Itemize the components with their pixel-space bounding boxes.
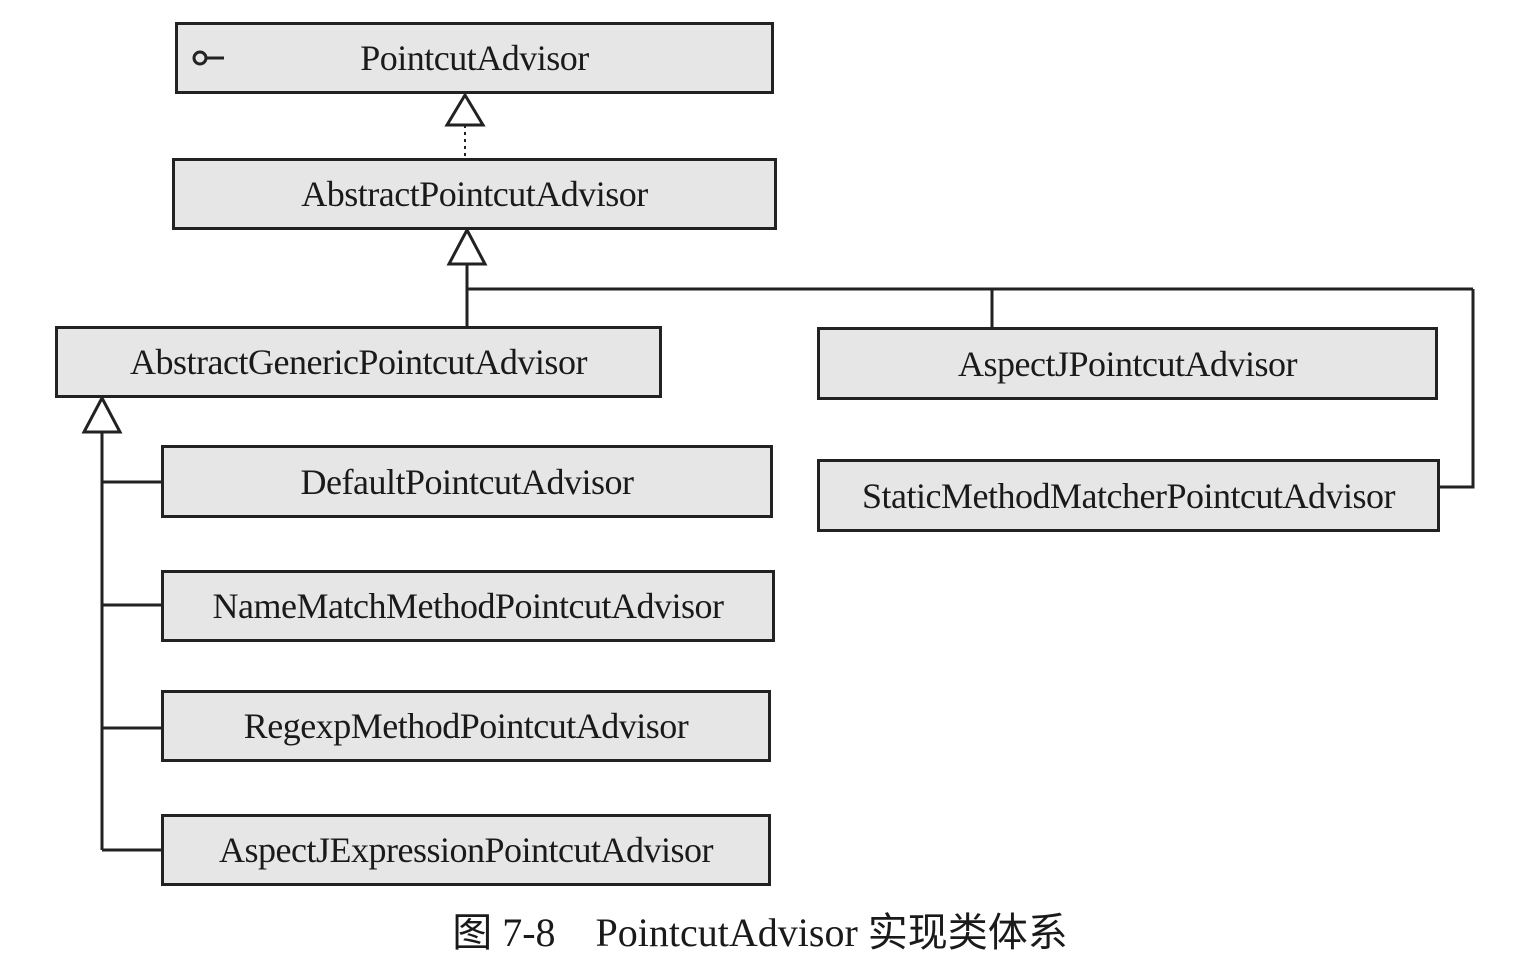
class-name: AbstractGenericPointcutAdvisor	[130, 342, 587, 382]
class-name: AspectJPointcutAdvisor	[958, 343, 1297, 384]
class-aspectj-expression-pointcut-advisor: AspectJExpressionPointcutAdvisor	[161, 814, 771, 886]
class-static-method-matcher-pointcut-advisor: StaticMethodMatcherPointcutAdvisor	[817, 459, 1440, 532]
generalization-branch-static-method-matcher	[1438, 289, 1475, 489]
generalization-arrowhead-abstract-generic	[81, 394, 123, 434]
realization-arrowhead	[444, 92, 486, 127]
class-name: AbstractPointcutAdvisor	[301, 174, 648, 214]
class-abstract-pointcut-advisor: AbstractPointcutAdvisor	[172, 158, 777, 230]
class-default-pointcut-advisor: DefaultPointcutAdvisor	[161, 445, 773, 518]
class-name: NameMatchMethodPointcutAdvisor	[212, 586, 724, 626]
class-name: StaticMethodMatcherPointcutAdvisor	[862, 475, 1395, 516]
class-abstract-generic-pointcut-advisor: AbstractGenericPointcutAdvisor	[55, 326, 662, 398]
class-name: RegexpMethodPointcutAdvisor	[243, 706, 689, 746]
class-name: AspectJExpressionPointcutAdvisor	[219, 830, 713, 870]
class-name-match-method-pointcut-advisor: NameMatchMethodPointcutAdvisor	[161, 570, 775, 642]
class-name: DefaultPointcutAdvisor	[300, 461, 634, 502]
class-pointcut-advisor: PointcutAdvisor	[175, 22, 774, 94]
generalization-arrowhead-abstract-pointcut-advisor	[446, 226, 488, 266]
figure-caption: 图 7-8 PointcutAdvisor 实现类体系	[452, 910, 1068, 955]
class-regexp-method-pointcut-advisor: RegexpMethodPointcutAdvisor	[161, 690, 771, 762]
interface-lollipop-icon	[192, 50, 224, 66]
class-name: PointcutAdvisor	[360, 38, 589, 78]
class-aspectj-pointcut-advisor: AspectJPointcutAdvisor	[817, 327, 1438, 400]
